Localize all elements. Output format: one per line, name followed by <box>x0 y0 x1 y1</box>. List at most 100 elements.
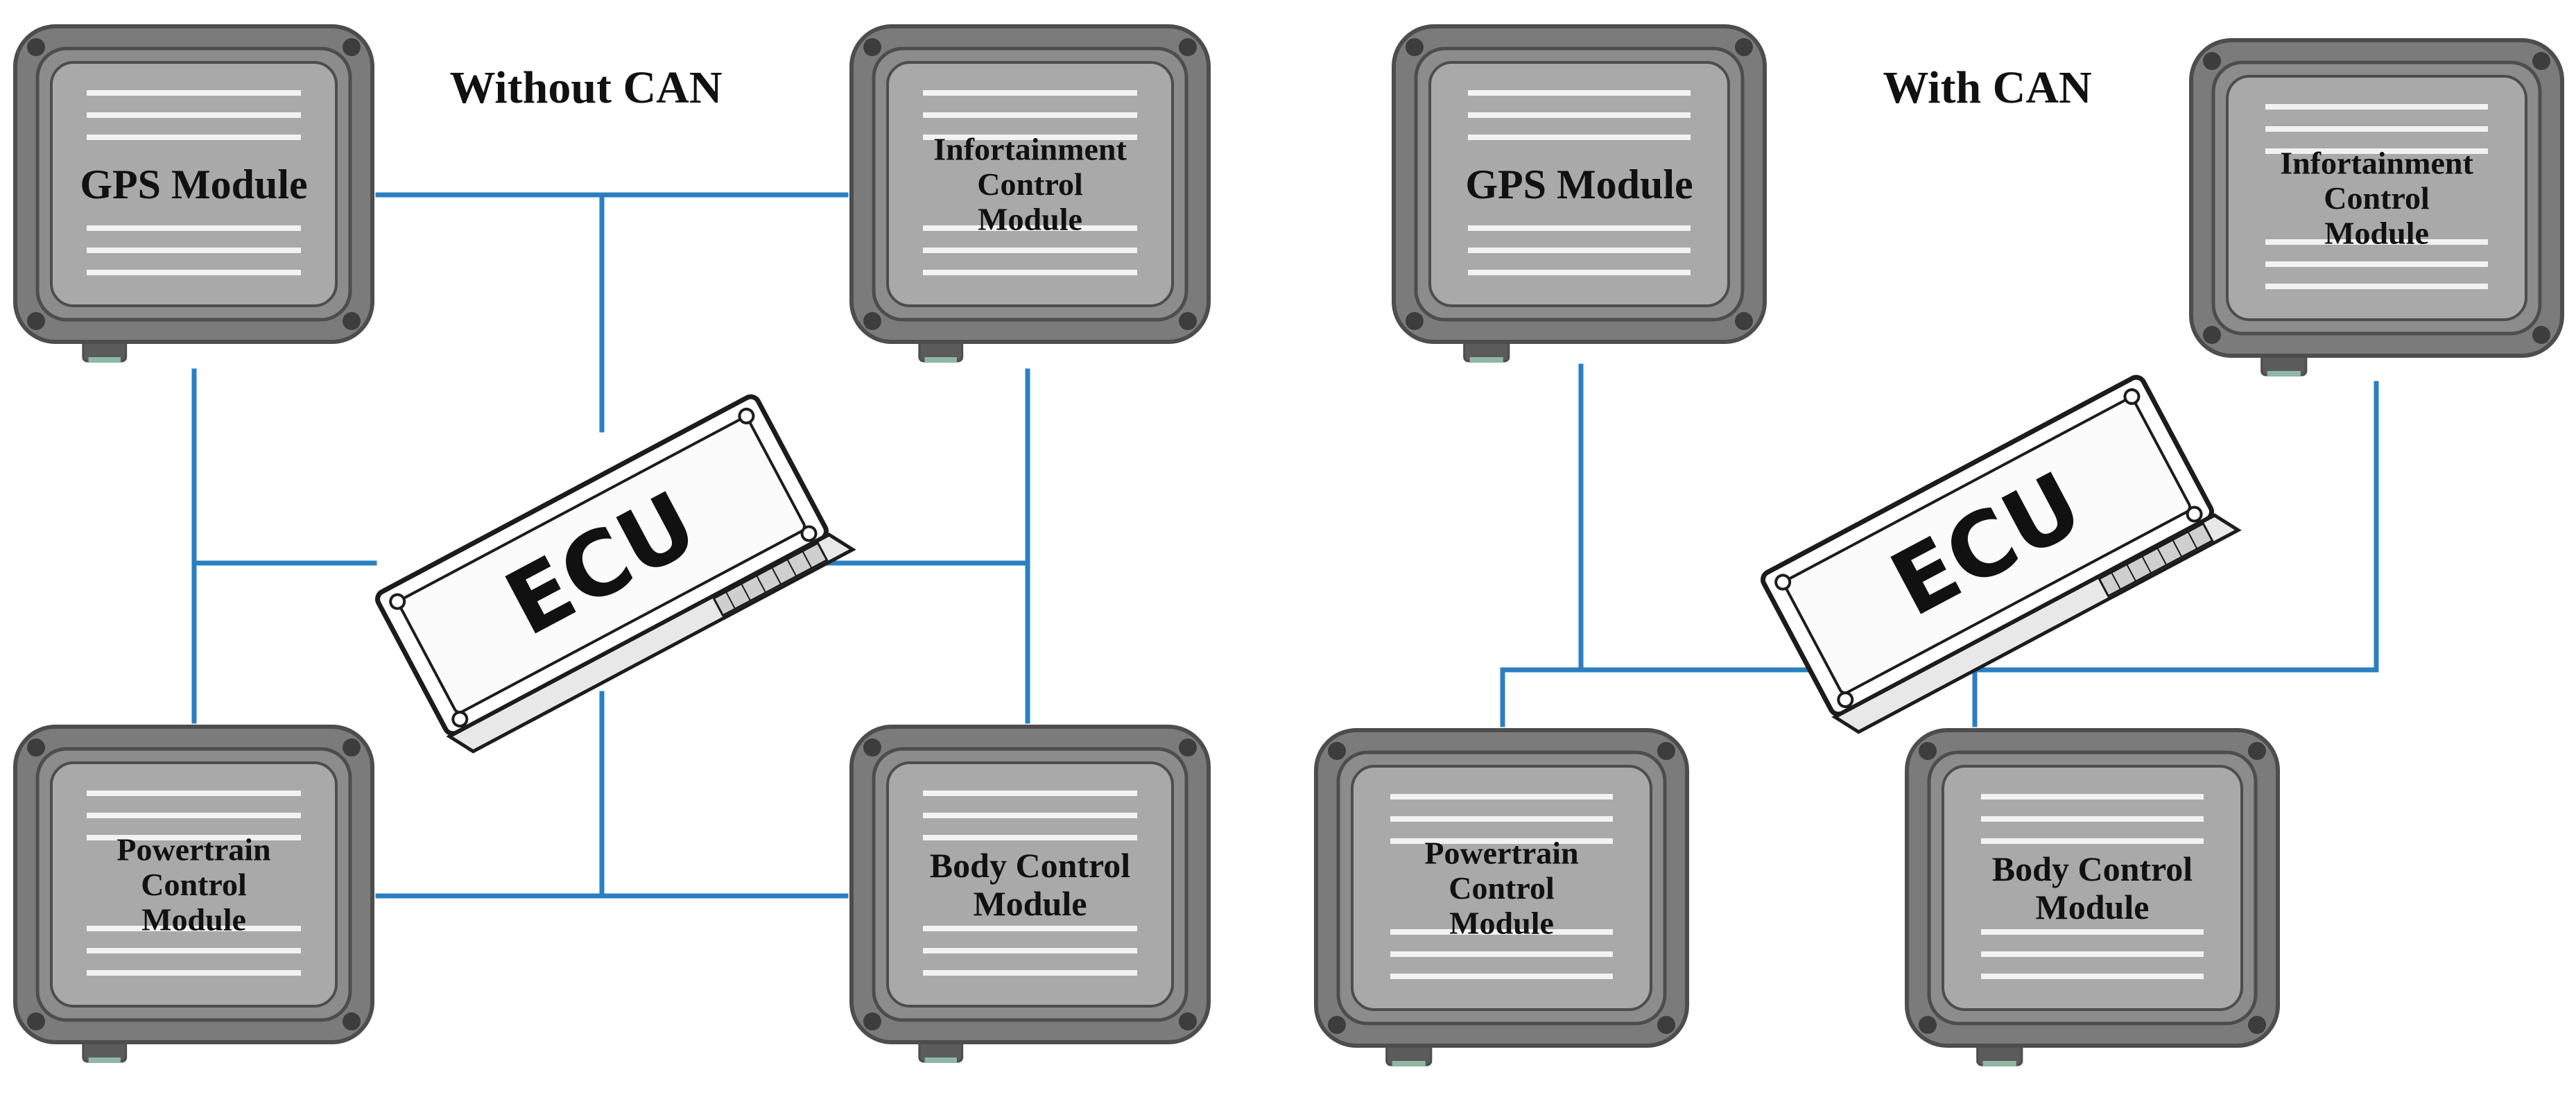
module-label-line: GPS Module <box>1465 162 1693 207</box>
vent-stripe <box>87 791 301 796</box>
module-label-line: Control <box>2324 180 2430 216</box>
vent-stripe <box>923 270 1137 275</box>
screw-icon <box>343 38 361 56</box>
ecu-unit: ECU <box>1761 374 2242 734</box>
screw-icon <box>1919 1016 1937 1034</box>
module-label-line: Control <box>977 166 1083 202</box>
module-face <box>886 761 1174 1008</box>
screw-icon <box>1179 38 1197 56</box>
module-label-line: Module <box>1449 906 1554 941</box>
module-label-line: Powertrain <box>1424 836 1578 871</box>
module-label-line: Body Control <box>930 846 1131 885</box>
screw-icon <box>27 738 45 757</box>
screw-icon <box>2532 52 2550 70</box>
screw-icon <box>2532 326 2550 344</box>
module-label-line: Module <box>2324 216 2429 251</box>
vent-stripe <box>1390 838 1613 844</box>
screw-icon <box>863 1012 881 1030</box>
screw-icon <box>1406 312 1424 330</box>
vent-stripe <box>923 135 1137 140</box>
vent-stripe <box>87 248 301 253</box>
vent-stripe <box>923 926 1137 931</box>
vent-stripe <box>923 970 1137 976</box>
vent-stripe <box>923 835 1137 840</box>
ecu-body <box>1761 374 2242 734</box>
screw-icon <box>863 738 881 757</box>
module-face <box>50 61 338 307</box>
vent-stripe <box>923 112 1137 118</box>
screw-icon <box>343 312 361 330</box>
module-label-line: Control <box>1449 870 1555 906</box>
module-face <box>2226 75 2527 321</box>
vent-stripe <box>1390 929 1613 935</box>
module-gps: GPS Module <box>13 24 374 363</box>
vent-stripe <box>87 270 301 275</box>
screw-icon <box>2248 742 2266 760</box>
screw-icon <box>863 312 881 330</box>
screw-icon <box>343 738 361 757</box>
module-label-line: Module <box>2036 888 2150 926</box>
screw-icon <box>1179 1012 1197 1030</box>
module-label-line: Body Control <box>1992 849 2193 888</box>
panel-title-with-can: With CAN <box>1883 62 2091 113</box>
wiring-without-can <box>191 192 1030 899</box>
screw-icon <box>863 38 881 56</box>
module-label-line: Infortainment <box>933 132 1127 167</box>
module-label: GPS Module <box>1465 162 1693 207</box>
module-label-line: Module <box>974 884 1087 923</box>
vent-stripe <box>1981 974 2204 979</box>
vent-stripe <box>1981 951 2204 957</box>
vent-stripe <box>2265 126 2488 132</box>
screw-icon <box>27 312 45 330</box>
module-label-line: Control <box>141 867 247 902</box>
screw-icon <box>2248 1016 2266 1034</box>
module-face <box>1351 765 1652 1011</box>
screw-icon <box>1735 312 1753 330</box>
vent-stripe <box>923 90 1137 96</box>
vent-stripe <box>1981 794 2204 800</box>
vent-stripe <box>87 948 301 953</box>
module-face <box>1428 61 1730 307</box>
vent-stripe <box>1981 929 2204 935</box>
module-face <box>50 761 338 1008</box>
vent-stripe <box>1390 974 1613 979</box>
screw-icon <box>27 1012 45 1030</box>
vent-stripe <box>87 112 301 118</box>
vent-stripe <box>1468 90 1691 96</box>
screw-icon <box>1657 1016 1675 1034</box>
vent-stripe <box>1390 951 1613 957</box>
vent-stripe <box>2265 104 2488 110</box>
screw-icon <box>1735 38 1753 56</box>
vent-stripe <box>1981 838 2204 844</box>
screw-icon <box>1328 742 1346 760</box>
vent-stripe <box>923 813 1137 818</box>
vent-stripe <box>87 835 301 840</box>
module-label-line: Module <box>141 902 246 938</box>
vent-stripe <box>1468 248 1691 253</box>
vent-stripe <box>1468 112 1691 118</box>
vent-stripe <box>87 970 301 976</box>
vent-stripe <box>2265 261 2488 267</box>
screw-icon <box>1328 1016 1346 1034</box>
module-label: GPS Module <box>80 162 307 207</box>
vent-stripe <box>2265 284 2488 289</box>
module-label-line: Powertrain <box>116 832 270 867</box>
screw-icon <box>1406 38 1424 56</box>
screw-icon <box>1657 742 1675 760</box>
screw-icon <box>27 38 45 56</box>
screw-icon <box>1179 312 1197 330</box>
vent-stripe <box>87 813 301 818</box>
vent-stripe <box>2265 239 2488 245</box>
vent-stripe <box>1468 225 1691 231</box>
vent-stripe <box>1468 270 1691 275</box>
